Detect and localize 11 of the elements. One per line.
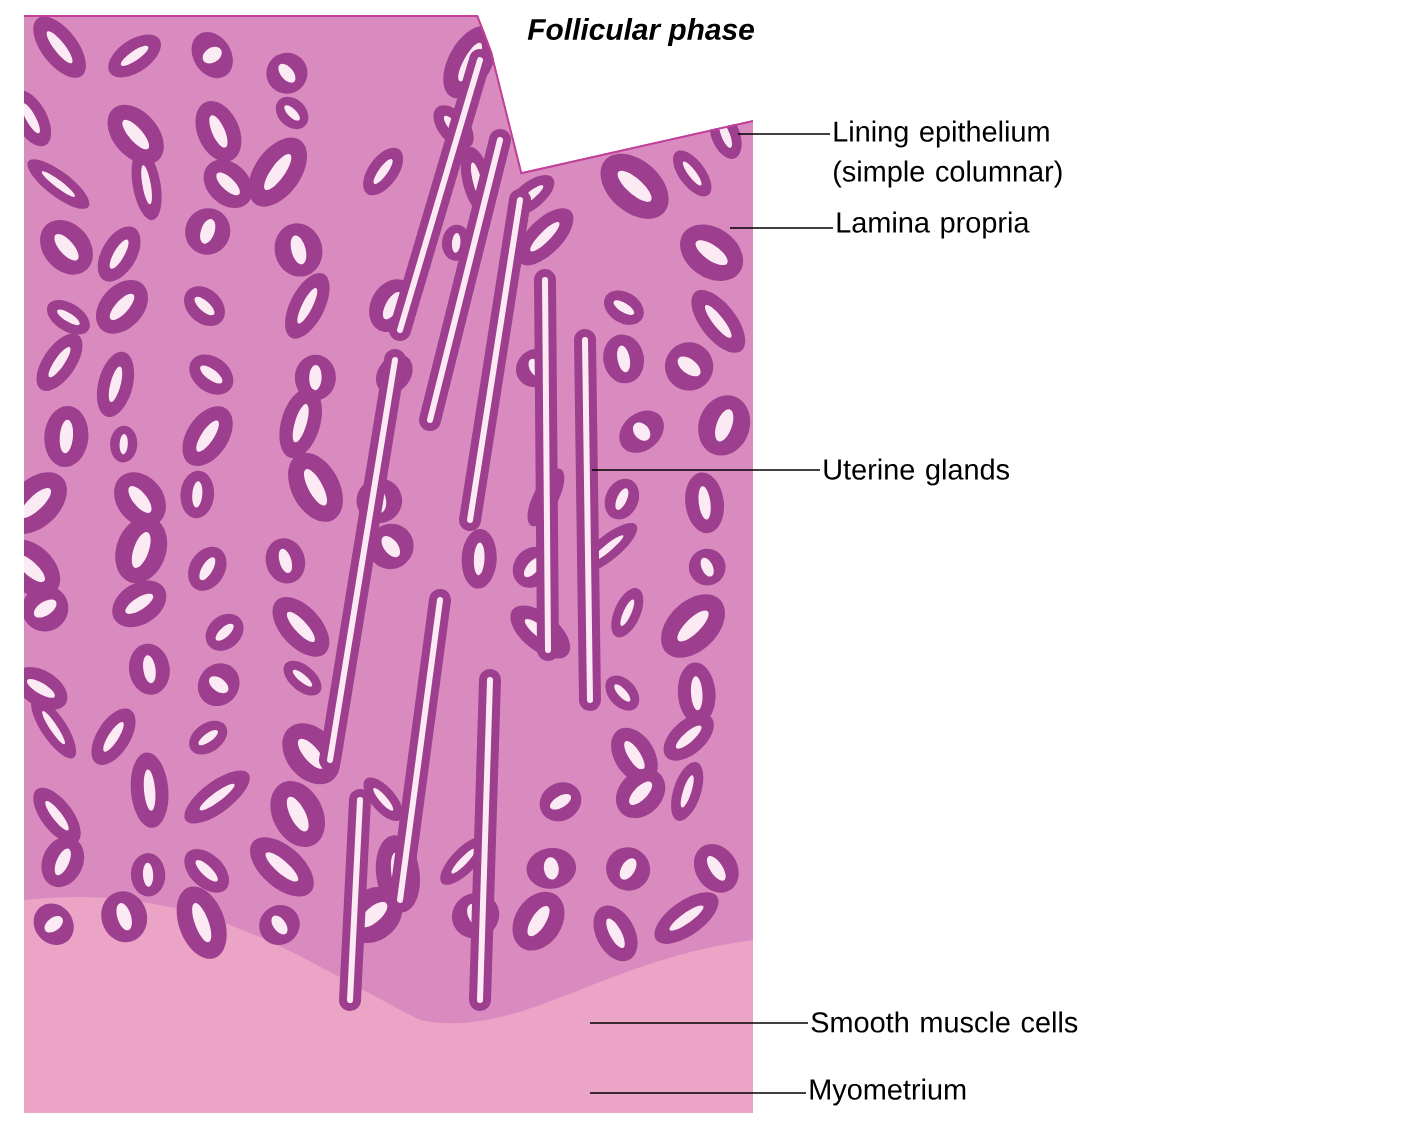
leader-line (729, 227, 834, 229)
leader-line (589, 1092, 807, 1094)
leader-line (589, 1022, 809, 1024)
structure-label: Lamina propria (837, 211, 1030, 239)
structure-label: Smooth muscle cells (811, 1011, 1078, 1033)
structure-label: Uterine glands (824, 458, 1010, 486)
structure-label: Lining epithelium (simple columnar) (834, 120, 1062, 188)
title: Follicular phase (527, 18, 754, 46)
leader-line (591, 469, 821, 471)
structure-label: Myometrium (810, 1078, 966, 1106)
leader-line (737, 133, 831, 135)
